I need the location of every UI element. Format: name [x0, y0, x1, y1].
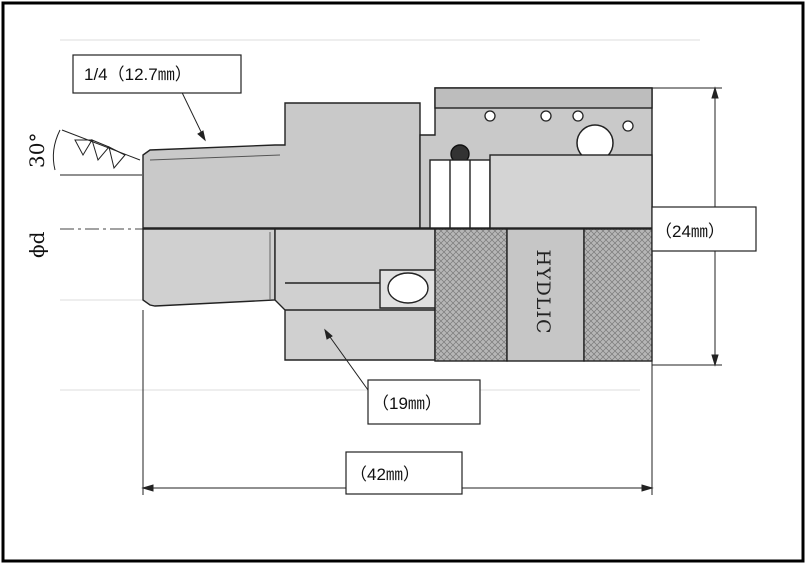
valve-bore: [429, 159, 491, 229]
angle-label: 30°: [25, 133, 49, 168]
sleeve-upper: [434, 87, 653, 109]
od-callout: （24㎜）: [655, 222, 725, 241]
hex-callout-box: [367, 379, 481, 425]
thread-callout: 1/4（12.7㎜）: [84, 65, 192, 84]
lower-exterior: [142, 228, 653, 362]
length-callout: （42㎜）: [350, 465, 420, 484]
thread-callout-box: [72, 54, 242, 94]
chamfer-marks: [74, 139, 126, 170]
od-callout-box: [651, 206, 757, 252]
length-callout-box: [345, 451, 463, 495]
spring: [484, 110, 634, 132]
knurl-left: [434, 228, 508, 362]
upper-section: [142, 87, 653, 229]
hex-callout: （19㎜）: [372, 394, 442, 413]
slot-pin: [387, 272, 429, 304]
bore-label: ϕd: [25, 231, 49, 258]
thread-nipple-upper: [142, 102, 421, 229]
knurl-right: [583, 228, 653, 362]
thread-nipple-lower: [142, 228, 276, 307]
brand-label: HYDLIC: [532, 249, 554, 334]
